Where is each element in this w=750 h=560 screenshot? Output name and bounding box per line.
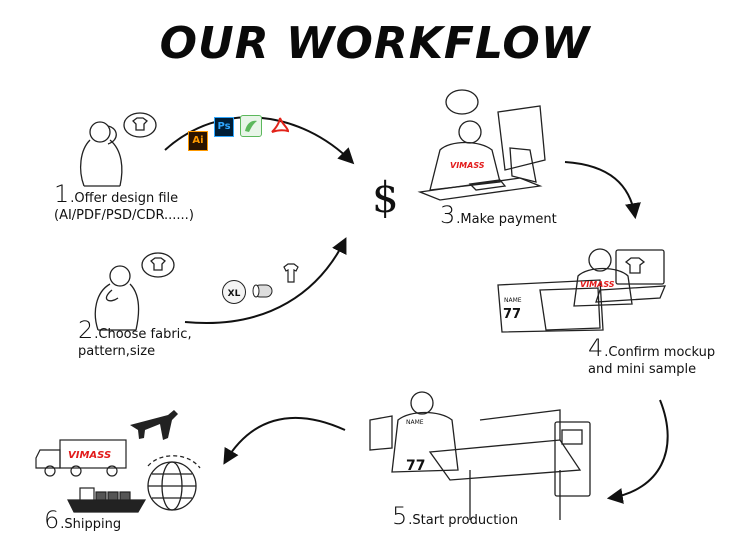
step-5-label: 5.Start production [392,504,519,529]
ai-file-icon: Ai [188,131,208,151]
page-title: OUR WORKFLOW [159,18,591,69]
step-6-title: .Shipping [60,517,122,532]
ai-file-icon-label: Ai [192,135,204,146]
dollar-icon: $ [372,173,399,222]
fabric-roll-icon [250,282,276,304]
step-2-detail: pattern,size [78,344,156,359]
size-xl-icon: XL [222,280,246,304]
mockup-sketch [497,248,667,333]
step-4-number: 4 [588,334,604,362]
step-1-number: 1 [54,180,70,208]
jersey-number-step5: 77 [406,458,425,474]
step-5-title: .Start production [408,513,519,528]
step-3-title: .Make payment [456,212,557,227]
step-3-label: 3.Make payment [440,203,557,228]
step-2-title: .Choose fabric, [94,327,192,342]
step-6-label: 6.Shipping [44,508,122,533]
brand-mark-truck: VIMASS [68,450,111,461]
production-sketch [369,391,591,520]
cdr-file-icon [240,115,262,137]
customer-figure [94,252,175,331]
step-1-detail: (AI/PDF/PSD/CDR......) [54,208,194,223]
payment-desk-sketch [417,89,546,201]
arrow-step3-to-step4 [564,161,641,220]
designer-figure [79,112,157,187]
step-2-label: 2.Choose fabric, pattern,size [78,318,192,360]
step-1-label: 1.Offer design file (AI/PDF/PSD/CDR.....… [54,182,194,224]
ps-file-icon-label: Ps [217,121,231,132]
step-4-label: 4.Confirm mockup and mini sample [588,336,716,378]
step-3-number: 3 [440,201,456,229]
jersey-number-step4: 77 [503,307,521,322]
size-xl-label: XL [227,289,241,299]
step-6-number: 6 [44,506,60,534]
pdf-file-icon [270,116,290,136]
ps-file-icon: Ps [214,117,234,137]
truck-icon [35,439,127,477]
arrow-step5-to-step6 [223,416,346,465]
step-5-number: 5 [392,502,408,530]
step-4-title: .Confirm mockup [604,345,716,360]
step-1-title: .Offer design file [70,191,179,206]
ship-icon [67,487,147,513]
jersey-name-step4: NAME [504,297,522,304]
arrow-step2-to-payment [184,237,347,324]
brand-mark-step4: VIMASS [580,280,615,289]
step-2-number: 2 [78,316,94,344]
arrow-step4-to-step5 [606,399,669,504]
step-4-detail: and mini sample [588,362,697,377]
jersey-name-step5: NAME [406,419,424,426]
globe-icon [147,455,201,511]
airplane-icon [130,410,178,440]
brand-mark-step3: VIMASS [450,161,485,170]
tshirt-icon [280,262,302,288]
